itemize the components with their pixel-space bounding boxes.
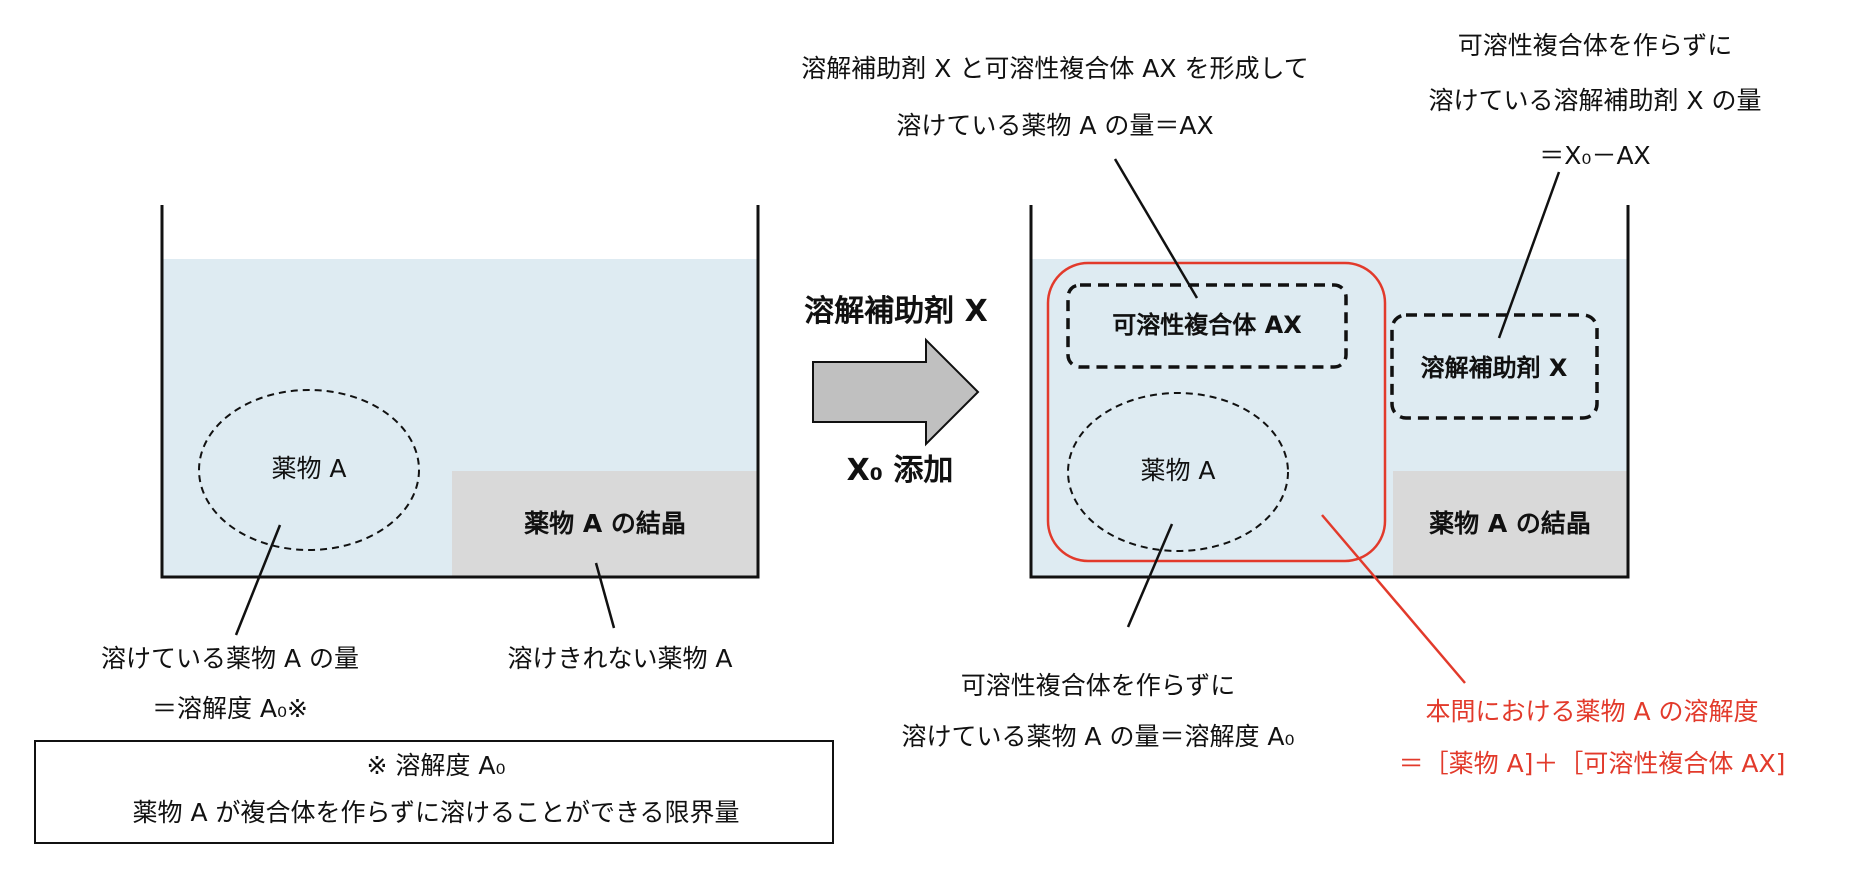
complex-note-line2: 溶けている薬物 A の量＝AX [896, 111, 1214, 140]
left-drug-ellipse [198, 389, 420, 551]
right-drug-label: 薬物 A [1140, 456, 1216, 485]
free-x-note-line2: 溶けている溶解補助剤 X の量 [1428, 86, 1762, 115]
complex-box-label: 可溶性複合体 AX [1112, 311, 1302, 339]
solubility-note-line2: ＝［薬物 A]＋［可溶性複合体 AX] [1398, 749, 1786, 778]
free-x-leader [1497, 171, 1561, 339]
solubility-leader [1321, 514, 1466, 684]
free-x-note-line1: 可溶性複合体を作らずに [1457, 31, 1733, 60]
left-beaker-wall [160, 205, 760, 579]
right-beaker-wall [1029, 205, 1630, 579]
right-crystal-label: 薬物 A の結晶 [1429, 509, 1591, 538]
free-drug-leader [1126, 523, 1174, 628]
free-x-box-label: 溶解補助剤 X [1420, 354, 1568, 382]
complex-leader [1113, 158, 1199, 299]
free-x-note-line3: ＝X₀－AX [1539, 141, 1651, 170]
right-beaker [1029, 158, 1630, 684]
left-undissolved-label: 溶けきれない薬物 A [507, 644, 733, 673]
addition-arrow [812, 337, 980, 447]
right-drug-ellipse [1067, 392, 1289, 552]
left-undissolved-leader [594, 562, 616, 629]
left-dissolved-label-line2: ＝溶解度 A₀※ [151, 694, 309, 723]
left-drug-label: 薬物 A [271, 454, 347, 483]
complex-note-line1: 溶解補助剤 X と可溶性複合体 AX を形成して [801, 54, 1309, 83]
left-crystal-label: 薬物 A の結晶 [524, 509, 686, 538]
left-beaker [160, 205, 760, 636]
note-box: ※ 溶解度 A₀ 薬物 A が複合体を作らずに溶けることができる限界量 [34, 740, 834, 844]
note-body: 薬物 A が複合体を作らずに溶けることができる限界量 [132, 798, 740, 827]
solubility-note-line1: 本問における薬物 A の溶解度 [1425, 697, 1759, 726]
free-drug-note-line2: 溶けている薬物 A の量＝溶解度 A₀ [901, 722, 1295, 751]
right-crystal-block [1393, 471, 1628, 577]
left-crystal-block [452, 471, 758, 577]
solubility-red-frame [1046, 261, 1387, 563]
left-dissolved-leader [234, 524, 282, 636]
free-drug-note-line1: 可溶性複合体を作らずに [960, 671, 1236, 700]
complex-dashed-box [1066, 283, 1348, 369]
free-x-dashed-box [1390, 313, 1599, 420]
arrow-reagent-label: 溶解補助剤 X [804, 294, 988, 329]
left-dissolved-label-line1: 溶けている薬物 A の量 [101, 644, 359, 673]
arrow-amount-label: X₀ 添加 [846, 453, 954, 488]
note-title: ※ 溶解度 A₀ [366, 751, 506, 780]
